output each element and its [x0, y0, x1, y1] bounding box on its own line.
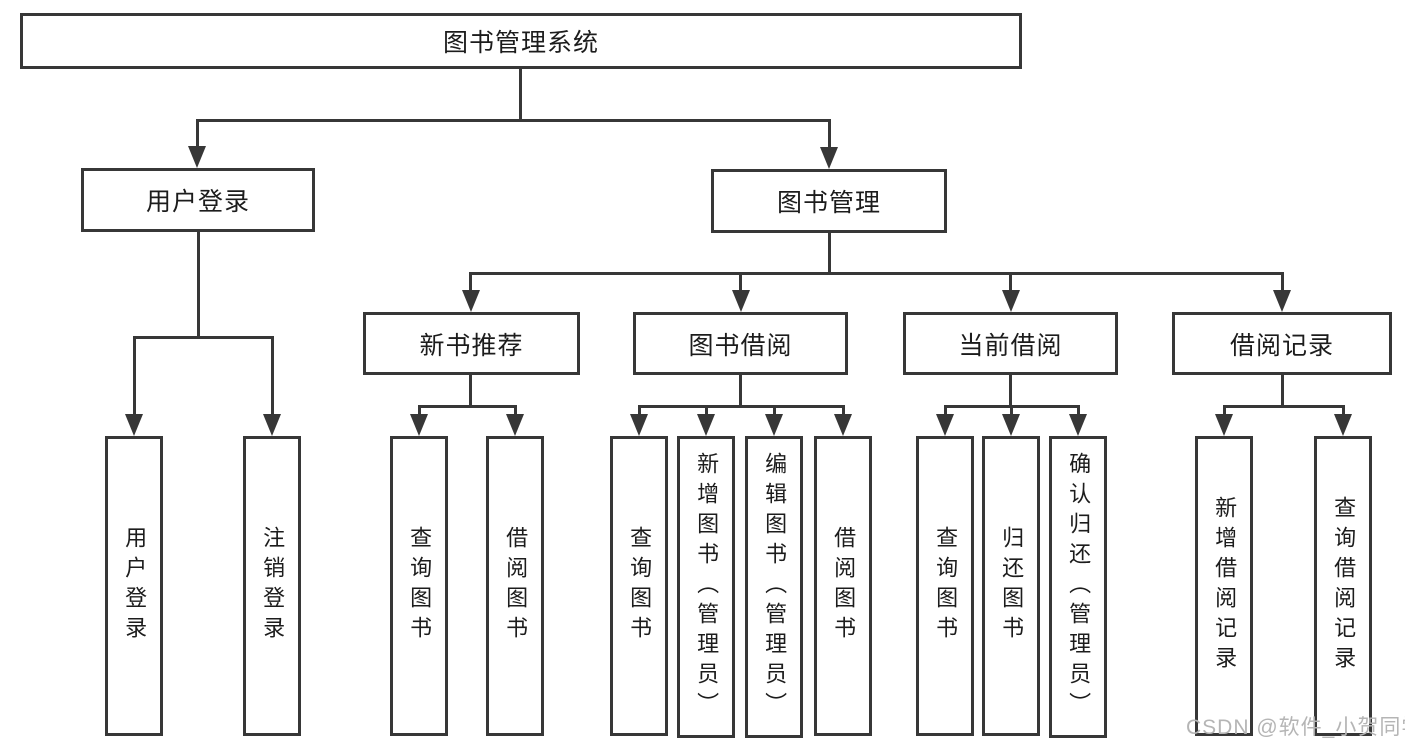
- arrowhead-down-icon: [731, 290, 750, 312]
- leaf-borrow-query-books: 查询图书: [610, 436, 668, 736]
- connector-vline: [270, 336, 274, 416]
- connector-hline: [469, 272, 1284, 275]
- connector-hline: [1222, 405, 1345, 408]
- leaf-current-return-books-label: 归还图书: [999, 526, 1025, 646]
- arrowhead-down-icon: [506, 414, 524, 436]
- connector-vline: [469, 272, 472, 292]
- connector-vline: [132, 336, 136, 416]
- node-root-system: 图书管理系统: [20, 13, 1022, 69]
- connector-vline: [518, 69, 522, 122]
- connector-hline: [637, 405, 845, 408]
- leaf-user-login-label: 用户登录: [122, 526, 148, 646]
- leaf-newbook-query-books-label: 查询图书: [407, 526, 433, 646]
- connector-vline: [739, 375, 742, 408]
- arrowhead-down-icon: [1215, 414, 1233, 436]
- node-borrow-record: 借阅记录: [1172, 312, 1392, 375]
- arrowhead-down-icon: [263, 414, 281, 436]
- connector-vline: [739, 272, 742, 292]
- node-new-book-recommend-label: 新书推荐: [419, 331, 524, 360]
- arrowhead-down-icon: [765, 414, 783, 436]
- connector-vline: [469, 375, 472, 408]
- connector-vline: [196, 232, 200, 339]
- arrowhead-down-icon: [630, 414, 648, 436]
- leaf-record-query-borrow-record-label: 查询借阅记录: [1331, 496, 1357, 676]
- node-root-label: 图书管理系统: [442, 29, 599, 57]
- leaf-borrow-add-books-admin: 新增图书（管理员）: [677, 436, 735, 738]
- connector-vline: [943, 405, 947, 417]
- connector-vline: [1009, 405, 1013, 417]
- arrowhead-down-icon: [125, 414, 143, 436]
- leaf-borrow-borrow-books: 借阅图书: [814, 436, 872, 736]
- node-book-management-label: 图书管理: [776, 189, 881, 217]
- leaf-borrow-add-books-admin-label: 新增图书（管理员）: [694, 452, 720, 722]
- node-book-borrow-label: 图书借阅: [688, 331, 793, 360]
- leaf-record-add-borrow-record-label: 新增借阅记录: [1212, 496, 1238, 676]
- arrowhead-down-icon: [1002, 414, 1020, 436]
- node-user-login: 用户登录: [81, 168, 315, 232]
- leaf-newbook-borrow-books-label: 借阅图书: [503, 526, 529, 646]
- connector-vline: [1009, 272, 1012, 292]
- leaf-newbook-query-books: 查询图书: [390, 436, 448, 736]
- connector-hline: [195, 119, 831, 122]
- leaf-current-confirm-return-admin-label: 确认归还（管理员）: [1066, 452, 1092, 722]
- arrowhead-down-icon: [697, 414, 715, 436]
- connector-vline: [1076, 405, 1080, 417]
- connector-hline: [417, 405, 517, 408]
- leaf-current-query-books: 查询图书: [916, 436, 974, 736]
- connector-vline: [827, 119, 831, 149]
- arrowhead-down-icon: [410, 414, 428, 436]
- connector-vline: [195, 119, 199, 148]
- leaf-user-login: 用户登录: [105, 436, 163, 736]
- arrowhead-down-icon: [1273, 290, 1291, 312]
- connector-vline: [1222, 405, 1226, 417]
- node-user-login-label: 用户登录: [145, 188, 250, 216]
- connector-vline: [1341, 405, 1345, 417]
- leaf-current-return-books: 归还图书: [982, 436, 1040, 736]
- arrowhead-down-icon: [461, 290, 480, 312]
- arrowhead-down-icon: [1001, 290, 1020, 312]
- arrowhead-down-icon: [820, 147, 838, 169]
- leaf-logout: 注销登录: [243, 436, 301, 736]
- connector-vline: [1009, 375, 1012, 408]
- connector-hline: [132, 336, 274, 339]
- connector-vline: [513, 405, 517, 417]
- csdn-watermark: CSDN @软件_小贺同学: [1186, 716, 1405, 739]
- connector-vline: [704, 405, 708, 417]
- leaf-current-confirm-return-admin: 确认归还（管理员）: [1049, 436, 1107, 738]
- arrowhead-down-icon: [834, 414, 852, 436]
- connector-vline: [827, 233, 831, 275]
- leaf-borrow-borrow-books-label: 借阅图书: [831, 526, 857, 646]
- leaf-current-query-books-label: 查询图书: [933, 526, 959, 646]
- leaf-borrow-edit-books-admin: 编辑图书（管理员）: [745, 436, 803, 738]
- leaf-record-add-borrow-record: 新增借阅记录: [1195, 436, 1253, 736]
- arrowhead-down-icon: [188, 146, 206, 168]
- leaf-newbook-borrow-books: 借阅图书: [486, 436, 544, 736]
- arrowhead-down-icon: [1069, 414, 1087, 436]
- leaf-record-query-borrow-record: 查询借阅记录: [1314, 436, 1372, 736]
- connector-vline: [1280, 375, 1284, 408]
- leaf-borrow-edit-books-admin-label: 编辑图书（管理员）: [762, 452, 788, 722]
- connector-vline: [417, 405, 421, 417]
- node-borrow-record-label: 借阅记录: [1229, 331, 1334, 360]
- connector-vline: [772, 405, 776, 417]
- connector-vline: [637, 405, 641, 417]
- node-book-management: 图书管理: [711, 169, 947, 233]
- node-current-borrow-label: 当前借阅: [958, 331, 1063, 360]
- node-book-borrow: 图书借阅: [633, 312, 848, 375]
- arrowhead-down-icon: [936, 414, 954, 436]
- node-current-borrow: 当前借阅: [903, 312, 1118, 375]
- arrowhead-down-icon: [1334, 414, 1352, 436]
- connector-vline: [841, 405, 845, 417]
- node-new-book-recommend: 新书推荐: [363, 312, 580, 375]
- leaf-borrow-query-books-label: 查询图书: [627, 526, 653, 646]
- leaf-logout-label: 注销登录: [260, 526, 286, 646]
- connector-vline: [1280, 272, 1284, 292]
